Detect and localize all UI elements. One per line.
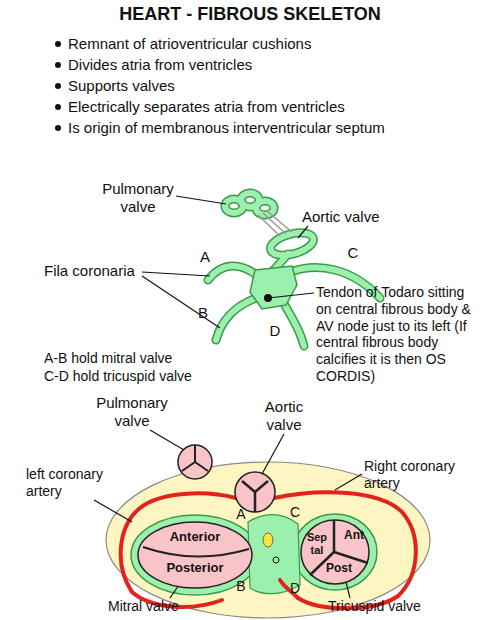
valve-orifice [301,520,369,584]
leaflet-line [143,547,249,557]
skeleton-limb [282,300,304,346]
valve-cusps [242,481,268,512]
tricuspid-annulus [293,514,377,590]
mitral-annulus [131,515,259,595]
part-label: Aortic valve [302,208,402,226]
aortic-ring [268,229,316,260]
part-label: left coronary artery [26,466,126,500]
note-text: Tendon of Todaro sitting on central fibr… [316,284,478,385]
skeleton-limb [216,298,256,340]
leader-line [335,474,362,490]
aortic-ring [268,229,316,260]
pulmonary-ring [256,201,274,215]
part-label: Pulmonary valve [96,180,180,216]
bullet-text: Electrically separates atria from ventri… [68,98,498,116]
leaflet-name: Anterior [160,530,230,545]
leader-line [150,430,184,450]
bullet [55,62,61,68]
leaflet-name: Posterior [160,561,230,576]
letter-marker: C [346,244,360,262]
mitral-leaflets: AnteriorPosterior [137,521,253,589]
letter-marker: D [288,580,302,597]
part-label: Pulmonary valve [90,394,174,430]
note-text: A-B hold mitral valve [44,350,244,367]
part-label: Right coronary artery [364,458,476,492]
membranous-septum [263,533,273,547]
leaflet-name: Post [324,562,354,576]
bullet [55,41,61,47]
letter-marker: B [196,304,210,322]
skeleton-limb [208,266,258,280]
valve-cusps [182,445,208,471]
bullet [55,104,61,110]
leader-line [176,196,226,204]
letter-marker: D [268,322,282,340]
bullet [55,83,61,89]
bullet-text: Remnant of atrioventricular cushions [68,35,498,53]
bullet-text: Is origin of membranous interventricular… [68,119,498,137]
diagram-title: HEART - FIBROUS SKELETON [0,4,500,26]
part-label: Tricuspid valve [328,598,458,615]
leader-line [262,434,284,474]
av-node [273,557,279,563]
valve-orifice [138,522,252,588]
part-label: Fila coronaria [44,262,154,280]
leaflet-name: Sep tal [304,531,330,556]
tricuspid-leaflets: Sep tal AntPost [300,519,370,585]
skeleton-limb [208,266,258,280]
leader-line [298,226,308,238]
leader-line [142,276,220,328]
skeleton-limb [282,300,304,346]
part-label: Mitral valve [108,598,208,615]
letter-marker: C [288,504,302,521]
pulmonary-ring [256,201,274,215]
bullet-text: Divides atria from ventricles [68,56,498,74]
central-fibrous-body [250,266,297,309]
part-label: Aortic valve [254,398,314,434]
leader-line [142,272,210,276]
letter-marker: A [198,248,212,266]
skeleton-limb [216,298,256,340]
bullet [55,125,61,131]
letter-marker: B [234,578,248,595]
leader-line [268,293,314,298]
conus-tendon [258,212,292,236]
right-coronary-artery [274,492,416,608]
letter-marker: A [234,506,248,523]
bullet-text: Supports valves [68,77,498,95]
leader-line [94,500,132,522]
leaflet-name: Ant [342,529,366,543]
note-text: C-D hold tricuspid valve [44,368,244,385]
